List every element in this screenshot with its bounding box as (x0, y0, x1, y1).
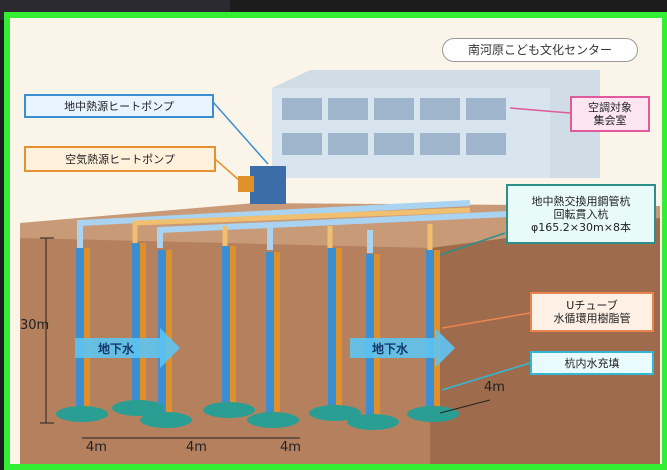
leader-lines (212, 101, 571, 391)
groundwater-label-left: 地下水 (98, 342, 135, 356)
spacing-dimension-side: 4m (484, 380, 505, 395)
dimension-lines (40, 237, 491, 439)
geo-heat-pump-label: 地中熱源ヒートポンプ (24, 94, 214, 118)
air-heat-pump-unit (238, 176, 254, 192)
spacing-dimension-2: 4m (186, 440, 207, 455)
groundwater-label-right: 地下水 (372, 342, 409, 356)
diagram-frame: 南河原こども文化センター 地中熱源ヒートポンプ 空気熱源ヒートポンプ 空調対象 … (4, 12, 667, 470)
header-pipes (77, 200, 511, 253)
soil-side-face (430, 218, 660, 464)
air-heat-pump-label: 空気熱源ヒートポンプ (24, 146, 216, 172)
facility-title: 南河原こども文化センター (442, 38, 638, 62)
depth-dimension: 30m (20, 318, 50, 333)
groundwater-arrow-right (350, 328, 455, 368)
pile-bases (56, 400, 459, 430)
heat-pump-unit (250, 166, 286, 204)
building-windows (282, 98, 506, 155)
pile-spec-label: 地中熱交換用鋼管杭 回転貫入杭 φ165.2×30m×8本 (506, 184, 656, 244)
diagram-canvas (20, 70, 660, 464)
u-tube-label: Uチューブ 水循環用樹脂管 (530, 292, 654, 332)
header-pipes-warm (132, 207, 471, 250)
groundwater-arrow-left (75, 328, 180, 368)
spacing-dimension-3: 4m (280, 440, 301, 455)
spacing-dimension-1: 4m (86, 440, 107, 455)
water-fill-label: 杭内水充填 (530, 351, 654, 375)
target-room-label: 空調対象 集会室 (570, 96, 650, 132)
